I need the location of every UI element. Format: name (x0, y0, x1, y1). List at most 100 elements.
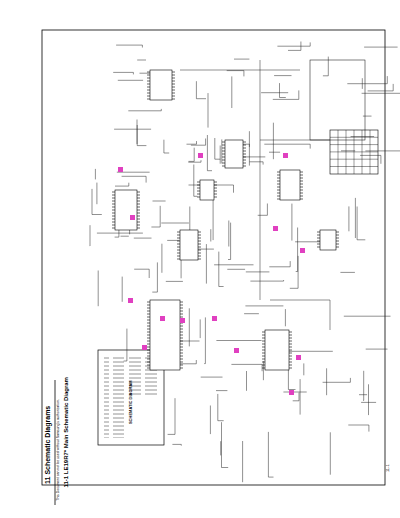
wire (285, 309, 286, 326)
wire (168, 398, 175, 434)
marker-square (212, 316, 217, 321)
ic-pin (262, 362, 265, 363)
ic-pin (137, 192, 140, 193)
ic-pin (262, 341, 265, 342)
ic-pin (147, 359, 150, 360)
wire (244, 313, 259, 314)
table-rule (330, 159, 378, 160)
ic-pin (137, 222, 140, 223)
ic-pin (289, 356, 292, 357)
ic-pin (172, 81, 175, 82)
marker-square (130, 215, 135, 220)
wire (214, 264, 253, 265)
ic-pin (112, 204, 115, 205)
ic-pin (277, 172, 280, 173)
ic-pin (147, 320, 150, 321)
ic-pin (262, 344, 265, 345)
marker-square (160, 316, 165, 321)
wire (245, 305, 283, 306)
wire (137, 125, 146, 146)
wire (128, 109, 161, 111)
wire (348, 206, 349, 231)
subtitle: 11-1 LE19R7* Main Schematic Diagram (63, 377, 70, 487)
ic-pin (180, 314, 183, 315)
ic-pin (180, 347, 183, 348)
ic-pin (198, 247, 201, 248)
ic-pin (147, 350, 150, 351)
ic-pin (177, 241, 180, 242)
ic-pin (147, 338, 150, 339)
wire (361, 402, 376, 403)
ic-pin (300, 172, 303, 173)
wire (191, 139, 206, 146)
ic-pin (262, 338, 265, 339)
ic-pin (243, 148, 246, 149)
ic-pin (112, 225, 115, 226)
ic-pin (277, 196, 280, 197)
wire (288, 354, 295, 390)
ic-pin (180, 308, 183, 309)
wire (286, 351, 333, 352)
ic-pin (317, 241, 320, 242)
ic-pin (300, 190, 303, 191)
ic-pin (262, 332, 265, 333)
ic-pin (112, 192, 115, 193)
ic-pin (147, 302, 150, 303)
ic-pin (147, 314, 150, 315)
wire (215, 138, 221, 159)
wire (122, 176, 147, 182)
ic-pin (180, 311, 183, 312)
ic-pin (172, 99, 175, 100)
ic-pin (147, 72, 150, 73)
wire (227, 71, 244, 77)
wire (189, 148, 195, 162)
wire (227, 269, 245, 270)
wire (166, 281, 183, 282)
ic-pin (180, 365, 183, 366)
ic-pin (147, 326, 150, 327)
ic-pin (243, 145, 246, 146)
ic-pin (197, 185, 200, 186)
block-heading: SCHEMATIC DIAGRAM (129, 380, 133, 424)
wire (344, 316, 391, 317)
ic-pin (137, 219, 140, 220)
marker-square (296, 355, 301, 360)
ic-pin (172, 90, 175, 91)
ic-pin (180, 350, 183, 351)
wire (250, 280, 283, 281)
wire (364, 47, 398, 48)
ic-pin (180, 317, 183, 318)
wire (269, 152, 280, 153)
wire (134, 269, 149, 278)
ic-pin (317, 232, 320, 233)
marker-square (300, 248, 305, 253)
ic-pin (137, 198, 140, 199)
ic-pin (262, 335, 265, 336)
wire (362, 78, 363, 89)
ic-pin (180, 338, 183, 339)
ic-chip (280, 170, 300, 200)
wire (300, 379, 301, 415)
ic-pin (172, 93, 175, 94)
wire (368, 84, 394, 91)
ic-pin (262, 353, 265, 354)
wire (366, 349, 388, 350)
ic-pin (197, 188, 200, 189)
ic-pin (198, 259, 201, 260)
wire (341, 150, 355, 151)
wire (210, 229, 211, 241)
wire (291, 204, 292, 241)
ic-pin (147, 329, 150, 330)
ic-pin (198, 238, 201, 239)
wire (96, 183, 97, 205)
wire (249, 131, 250, 165)
ic-pin (172, 75, 175, 76)
ic-pin (147, 99, 150, 100)
wire (113, 72, 133, 74)
ic-pin (180, 326, 183, 327)
ic-pin (180, 344, 183, 345)
wire (204, 317, 205, 363)
ic-pin (289, 359, 292, 360)
wire (167, 240, 179, 241)
ic-pin (180, 359, 183, 360)
